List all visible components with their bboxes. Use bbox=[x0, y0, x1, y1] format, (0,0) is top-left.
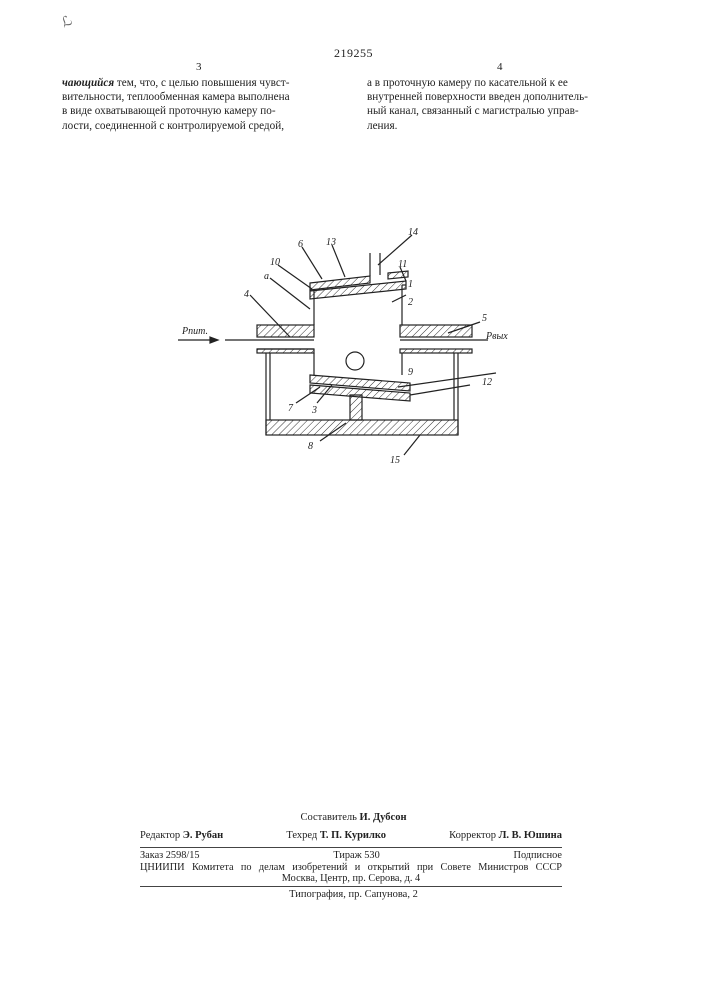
corner-mark: ℒ bbox=[59, 13, 75, 33]
label-3: 3 bbox=[311, 405, 317, 416]
footer-divider-bottom bbox=[140, 886, 562, 887]
label-p-in: Pпит. bbox=[181, 326, 208, 337]
left-column-line: в виде охватывающей проточную камеру по- bbox=[62, 104, 338, 118]
address-line: Москва, Центр, пр. Серова, д. 4 bbox=[140, 873, 562, 885]
label-7: 7 bbox=[288, 403, 294, 414]
compiler-line: Составитель И. Дубсон bbox=[0, 812, 707, 823]
circulation: Тираж 530 bbox=[333, 850, 379, 862]
left-column-text: чающийся тем, что, с целью повышения чув… bbox=[62, 76, 338, 133]
device-diagram: 14 6 13 10 11 a 1 4 2 5 Pпит. Pвых 9 12 … bbox=[170, 225, 510, 475]
label-5: 5 bbox=[482, 313, 487, 324]
right-column-number: 4 bbox=[497, 61, 503, 73]
editor-credit: Редактор Э. Рубан bbox=[140, 830, 223, 841]
label-1: 1 bbox=[408, 279, 413, 290]
label-4: 4 bbox=[244, 289, 249, 300]
subscription-note: Подписное bbox=[514, 850, 562, 862]
order-number: Заказ 2598/15 bbox=[140, 850, 200, 862]
right-column-line: внутренней поверхности введен дополнител… bbox=[367, 90, 635, 104]
ball-valve bbox=[346, 352, 364, 370]
right-column-line: а в проточную камеру по касательной к ее bbox=[367, 76, 635, 90]
credits-row: Редактор Э. Рубан Техред Т. П. Курилко К… bbox=[140, 830, 562, 841]
support-post bbox=[350, 395, 362, 420]
corrector-credit: Корректор Л. В. Юшина bbox=[449, 830, 562, 841]
label-9: 9 bbox=[408, 367, 413, 378]
label-2: 2 bbox=[408, 297, 413, 308]
footer-divider bbox=[140, 847, 562, 848]
left-column-line: чающийся тем, что, с целью повышения чув… bbox=[62, 76, 338, 90]
outlet-tube-wall bbox=[400, 325, 472, 337]
typography-line: Типография, пр. Сапунова, 2 bbox=[0, 889, 707, 900]
label-a: a bbox=[264, 271, 269, 282]
techred-credit: Техред Т. П. Курилко bbox=[286, 830, 386, 841]
compiler-name: И. Дубсон bbox=[360, 812, 407, 823]
label-12: 12 bbox=[482, 377, 492, 388]
right-column-text: а в проточную камеру по касательной к ее… bbox=[367, 76, 635, 133]
right-column-line: ления. bbox=[367, 119, 635, 133]
label-10: 10 bbox=[270, 257, 280, 268]
housing-base bbox=[266, 420, 458, 435]
label-6: 6 bbox=[298, 239, 303, 250]
label-11: 11 bbox=[398, 259, 407, 270]
diagram-body bbox=[178, 235, 496, 455]
right-column-line: ный канал, связанный с магистралью управ… bbox=[367, 104, 635, 118]
patent-number: 219255 bbox=[0, 46, 707, 61]
imprint-row: Заказ 2598/15 Тираж 530 Подписное bbox=[140, 850, 562, 862]
imprint-block: Заказ 2598/15 Тираж 530 Подписное ЦНИИПИ… bbox=[140, 850, 562, 885]
left-column-line: лости, соединенной с контролируемой сред… bbox=[62, 119, 338, 133]
label-15: 15 bbox=[390, 455, 400, 466]
label-p-out: Pвых bbox=[485, 331, 508, 342]
label-14: 14 bbox=[408, 227, 418, 238]
label-13: 13 bbox=[326, 237, 336, 248]
inlet-tube-wall bbox=[257, 325, 314, 337]
left-column-number: 3 bbox=[196, 61, 202, 73]
left-column-line: вительности, теплообменная камера выполн… bbox=[62, 90, 338, 104]
label-8: 8 bbox=[308, 441, 313, 452]
claim-lead-word: чающийся bbox=[62, 77, 114, 89]
organization-line: ЦНИИПИ Комитета по делам изобретений и о… bbox=[140, 862, 562, 874]
